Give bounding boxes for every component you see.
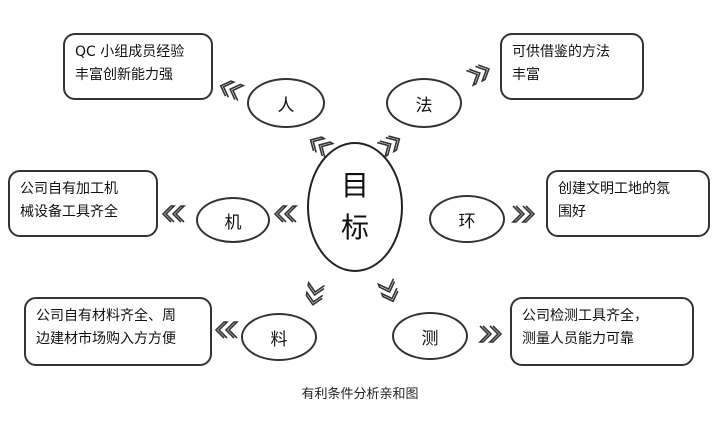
- goal-node: 目 标: [307, 142, 403, 272]
- measurement-desc-line-1: 公司检测工具齐全，: [522, 308, 648, 324]
- chevron-icon: [488, 325, 503, 343]
- goal-char-2: 标: [340, 211, 369, 244]
- arrow-from-goal-to-measurement: [376, 278, 399, 303]
- chevron-icon: [273, 205, 288, 223]
- arrow-to-environment-desc: [511, 205, 536, 223]
- chevron-icon: [478, 325, 493, 343]
- machine-desc-line-1: 公司自有加工机: [20, 181, 118, 197]
- person-desc-line-1: QC 小组成员经验: [75, 44, 185, 60]
- material-desc-box: 公司自有材料齐全、周 边建材市场购入方方便: [24, 297, 212, 366]
- material-node: 料: [241, 313, 317, 361]
- method-node: 法: [386, 78, 462, 128]
- goal-char-1: 目: [340, 169, 369, 202]
- measurement-desc-box: 公司检测工具齐全， 测量人员能力可靠: [510, 297, 694, 366]
- chevron-icon: [466, 68, 481, 87]
- chevron-icon: [385, 135, 401, 154]
- arrow-to-method-desc: [466, 64, 490, 87]
- arrow-to-material-desc: [214, 321, 239, 339]
- arrow-from-goal-to-method: [376, 135, 401, 159]
- arrow-to-measurement-desc: [478, 325, 503, 343]
- machine-desc-box: 公司自有加工机 械设备工具齐全: [8, 170, 158, 237]
- chevron-icon: [511, 205, 526, 223]
- arrow-from-goal-to-person: [309, 136, 335, 158]
- person-desc-line-2: 丰富创新能力强: [75, 67, 173, 83]
- diagram-caption: 有利条件分析亲和图: [301, 387, 419, 402]
- method-desc-box: 可供借鉴的方法 丰富: [500, 33, 644, 100]
- chevron-icon: [283, 205, 298, 223]
- measurement-node: 测: [392, 312, 468, 360]
- chevron-icon: [161, 205, 176, 223]
- arrow-to-machine-desc: [161, 205, 186, 223]
- machine-desc-line-2: 械设备工具齐全: [20, 204, 118, 220]
- chevron-icon: [171, 205, 186, 223]
- arrow-from-goal-to-machine: [273, 205, 298, 223]
- environment-desc-line-2: 围好: [558, 204, 586, 220]
- chevron-icon: [309, 136, 327, 153]
- chevron-icon: [214, 321, 229, 339]
- material-desc-line-1: 公司自有材料齐全、周: [36, 308, 176, 324]
- arrow-from-goal-to-material: [305, 280, 325, 306]
- chevron-icon: [376, 278, 396, 293]
- chevron-icon: [305, 290, 324, 306]
- environment-desc-line-1: 创建文明工地的氛: [558, 181, 670, 197]
- chevron-icon: [521, 205, 536, 223]
- environment-desc-box: 创建文明工地的氛 围好: [546, 170, 710, 237]
- chevron-icon: [229, 83, 246, 101]
- method-desc-line-2: 丰富: [512, 67, 540, 83]
- arrow-to-person-desc: [219, 80, 246, 101]
- chevron-icon: [475, 64, 490, 83]
- chevron-icon: [224, 321, 239, 339]
- chevron-icon: [380, 287, 399, 303]
- chevron-icon: [307, 280, 325, 297]
- machine-node: 机: [196, 197, 270, 243]
- measurement-desc-line-2: 测量人员能力可靠: [522, 331, 634, 347]
- person-desc-box: QC 小组成员经验 丰富创新能力强: [63, 33, 213, 100]
- environment-node: 环: [429, 195, 505, 243]
- chevron-icon: [318, 141, 335, 158]
- chevron-icon: [376, 140, 392, 159]
- person-node: 人: [247, 78, 325, 128]
- method-desc-line-1: 可供借鉴的方法: [512, 44, 610, 60]
- chevron-icon: [219, 80, 236, 98]
- material-desc-line-2: 边建材市场购入方方便: [36, 331, 176, 347]
